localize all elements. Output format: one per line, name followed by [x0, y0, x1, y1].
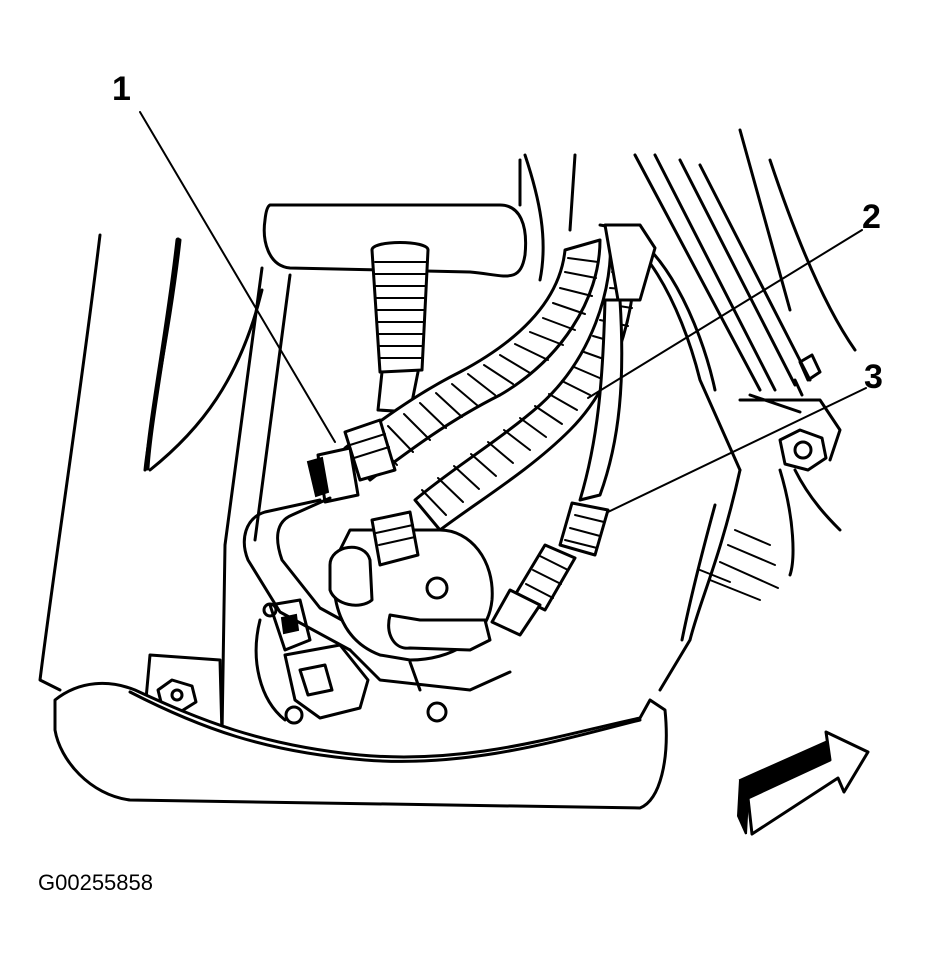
shield-inner-edge	[128, 690, 642, 763]
fuel-filter-assembly	[328, 510, 512, 692]
callout-leaders	[139, 111, 867, 513]
callout-3: 3	[864, 358, 883, 396]
vent-hose	[370, 241, 430, 414]
callout-1: 1	[112, 70, 131, 108]
fuel-line-1	[242, 418, 397, 652]
shading-lines	[699, 529, 779, 601]
lower-shield	[53, 681, 668, 810]
leader-line-2	[587, 229, 863, 399]
electrical-connector	[254, 598, 370, 722]
mounting-holes	[262, 602, 448, 725]
leader-line-3	[607, 387, 867, 513]
leader-line-1	[139, 111, 336, 443]
forward-direction-arrow	[736, 730, 870, 836]
figure-id: G00255858	[38, 870, 153, 895]
background-body-panel	[38, 128, 857, 692]
fuel-line-3	[490, 298, 624, 637]
upper-bracket	[262, 203, 528, 278]
frame-rail	[633, 153, 842, 577]
mounting-bolt-right	[748, 353, 828, 472]
callout-2: 2	[862, 198, 881, 236]
